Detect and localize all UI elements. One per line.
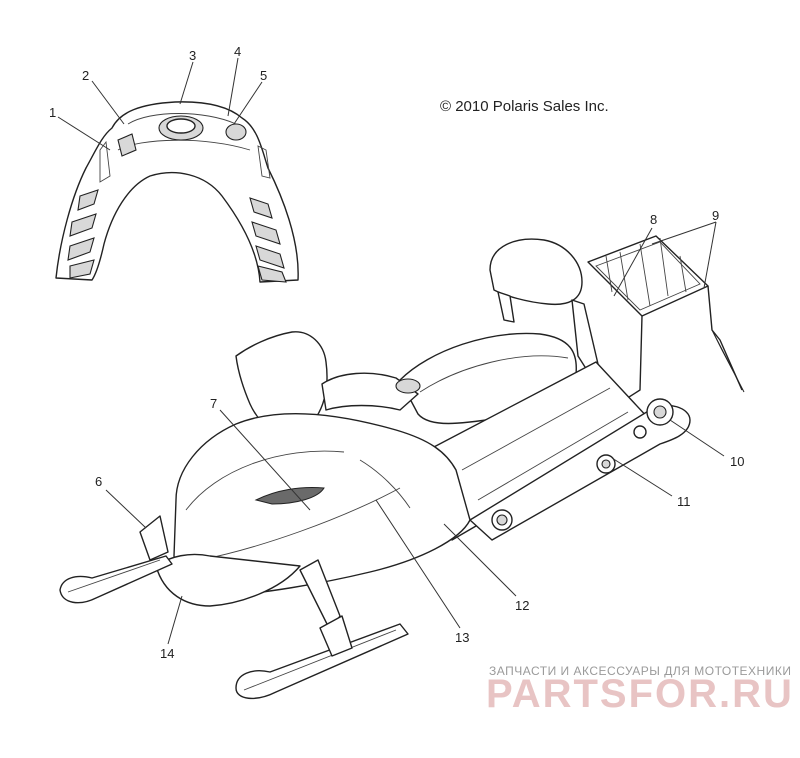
leader-lines [57,57,725,645]
callout-8: 8 [650,212,657,227]
watermark-tagline: ЗАПЧАСТИ И АКСЕССУАРЫ ДЛЯ МОТОТЕХНИКИ [489,664,792,678]
callout-1: 1 [49,105,56,120]
callout-13: 13 [455,630,469,645]
copyright-text: © 2010 Polaris Sales Inc. [440,98,609,115]
callouts: 1 2 3 4 5 6 7 8 9 10 11 12 13 14 [49,44,744,661]
watermark-brand: PARTSFOR.RU [486,672,794,716]
callout-9: 9 [712,208,719,223]
callout-2: 2 [82,68,89,83]
callout-4: 4 [234,44,241,59]
hood-cowl-drawing [55,101,299,283]
callout-6: 6 [95,474,102,489]
callout-5: 5 [260,68,267,83]
callout-3: 3 [189,48,196,63]
snowmobile-drawing [59,235,745,699]
callout-12: 12 [515,598,529,613]
callout-7: 7 [210,396,217,411]
callout-14: 14 [160,646,174,661]
callout-10: 10 [730,454,744,469]
callout-11: 11 [677,494,691,509]
